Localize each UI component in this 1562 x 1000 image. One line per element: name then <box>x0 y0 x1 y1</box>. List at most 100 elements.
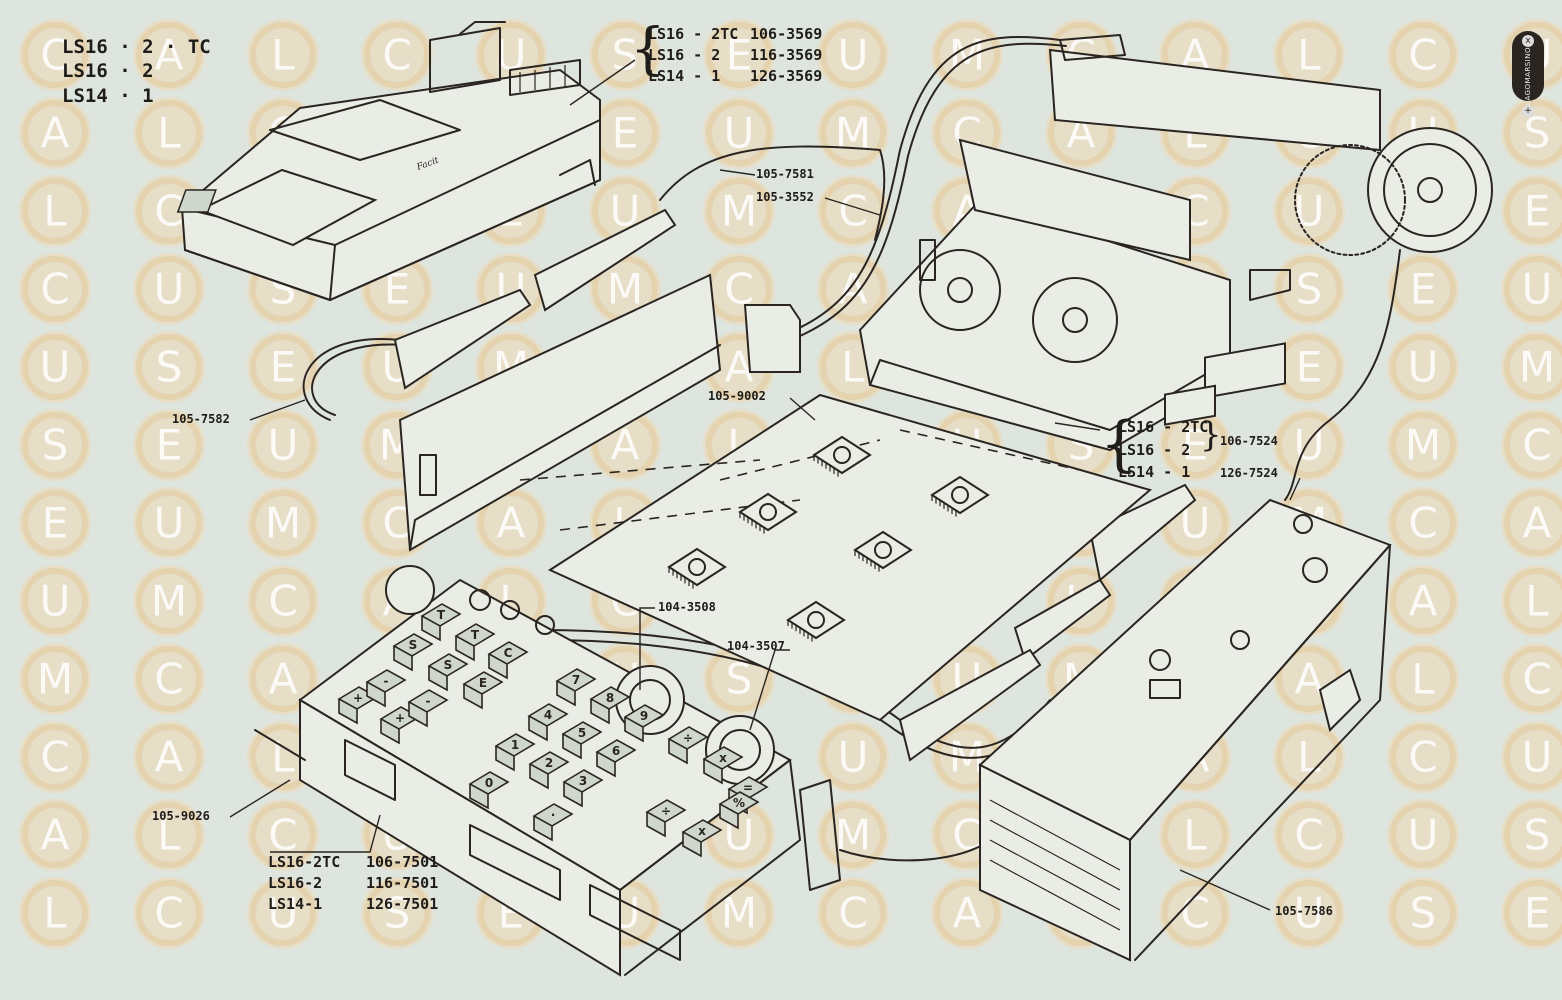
watermark-disc <box>1387 331 1459 403</box>
watermark-disc <box>1273 799 1345 871</box>
watermark-ring <box>1504 412 1562 478</box>
watermark-disc <box>19 331 91 403</box>
watermark-ring <box>1162 880 1228 946</box>
watermark-letter: U <box>1522 265 1553 314</box>
watermark-letter: S <box>384 889 411 938</box>
watermark-disc <box>817 877 889 949</box>
watermark-letter: E <box>1410 265 1437 314</box>
keyboard-function-key: - <box>407 689 449 728</box>
watermark-ring <box>364 22 430 88</box>
watermark-letter: C <box>382 31 411 80</box>
keyboard-digit-key: 3 <box>562 769 604 808</box>
watermark-ring <box>706 178 772 244</box>
watermark-disc <box>19 175 91 247</box>
keyboard-digit-key: 2 <box>528 751 570 790</box>
watermark-ring <box>22 490 88 556</box>
badge-plus-icon: + <box>1522 105 1534 118</box>
watermark-disc <box>1159 799 1231 871</box>
printer-brace-right: } <box>1200 415 1222 455</box>
logic-board <box>398 273 722 552</box>
watermark-disc <box>133 721 205 793</box>
svg-text:0: 0 <box>485 776 493 790</box>
watermark-letter: A <box>953 889 982 938</box>
watermark-disc <box>133 565 205 637</box>
watermark-letter: E <box>1182 421 1209 470</box>
watermark-letter: E <box>1296 343 1323 392</box>
watermark-letter: L <box>157 109 181 158</box>
watermark-ring <box>1504 490 1562 556</box>
watermark-ring <box>136 256 202 322</box>
svg-text:T: T <box>471 628 480 642</box>
watermark-letter: A <box>497 499 526 548</box>
watermark-ring <box>1048 568 1114 634</box>
watermark-ring <box>22 256 88 322</box>
watermark-disc <box>19 487 91 559</box>
watermark-ring <box>1504 880 1562 946</box>
watermark-letter: A <box>269 655 298 704</box>
callout-cable-left: 105-7582 <box>172 412 230 426</box>
watermark-disc <box>1273 331 1345 403</box>
title-model-3: LS14 · 1 <box>62 85 154 107</box>
watermark-letter: S <box>42 421 69 470</box>
callout-chip-a: 104-3508 <box>658 600 716 614</box>
watermark-letter: M <box>721 187 757 236</box>
svg-text:C: C <box>504 646 513 660</box>
svg-text:T: T <box>437 608 446 622</box>
watermark-ring <box>934 880 1000 946</box>
keyboard-function-key: x <box>702 746 744 785</box>
watermark-disc <box>19 253 91 325</box>
watermark-letter: S <box>1296 265 1323 314</box>
watermark-ring <box>136 568 202 634</box>
title-model-1: LS16 · 2 · TC <box>62 36 211 58</box>
watermark-letter: E <box>612 109 639 158</box>
housing-part-3: 126-3569 <box>750 67 823 85</box>
watermark-ring <box>250 568 316 634</box>
watermark-letter: M <box>151 577 187 626</box>
watermark-ring <box>820 724 886 790</box>
watermark-disc <box>1273 175 1345 247</box>
watermark-letter: A <box>1409 577 1438 626</box>
keyboard-part-2: 116-7501 <box>366 874 439 892</box>
watermark-letter: C <box>154 655 183 704</box>
watermark-ring <box>1504 256 1562 322</box>
watermark-disc <box>133 253 205 325</box>
watermark-disc <box>133 409 205 481</box>
watermark-letter: L <box>271 31 295 80</box>
watermark-ring <box>22 880 88 946</box>
watermark-letter: L <box>43 889 67 938</box>
watermark-ring <box>136 802 202 868</box>
svg-text:÷: ÷ <box>683 731 693 745</box>
watermark-disc <box>931 877 1003 949</box>
keyboard-function-key: ÷ <box>645 799 687 838</box>
watermark-ring <box>136 334 202 400</box>
watermark-letter: C <box>1408 733 1437 782</box>
watermark-ring <box>22 646 88 712</box>
watermark-letter: C <box>40 733 69 782</box>
watermark-disc <box>1387 643 1459 715</box>
svg-text:6: 6 <box>612 744 620 758</box>
keyboard-function-key: C <box>487 641 529 680</box>
watermark-letter: M <box>1519 343 1555 392</box>
svg-text:E: E <box>479 676 487 690</box>
ic-chip <box>786 600 846 642</box>
printer-mechanism <box>858 34 1493 452</box>
ic-chip <box>667 547 727 589</box>
watermark-disc <box>703 175 775 247</box>
keyboard-function-key: S <box>427 653 469 692</box>
watermark-disc <box>817 19 889 91</box>
watermark-letter: M <box>1405 421 1441 470</box>
watermark-letter: E <box>156 421 183 470</box>
printer-model-1: LS16 - 2TC <box>1118 418 1209 436</box>
watermark-ring <box>820 100 886 166</box>
keyboard-function-key: T <box>454 623 496 662</box>
callout-cable-top: 105-7581 <box>756 167 814 181</box>
watermark-letter: A <box>41 109 70 158</box>
ic-chip <box>853 530 913 572</box>
watermark-letter: E <box>42 499 69 548</box>
watermark-letter: A <box>1295 655 1324 704</box>
watermark-disc <box>1273 19 1345 91</box>
watermark-ring <box>706 880 772 946</box>
watermark-letter: M <box>835 811 871 860</box>
